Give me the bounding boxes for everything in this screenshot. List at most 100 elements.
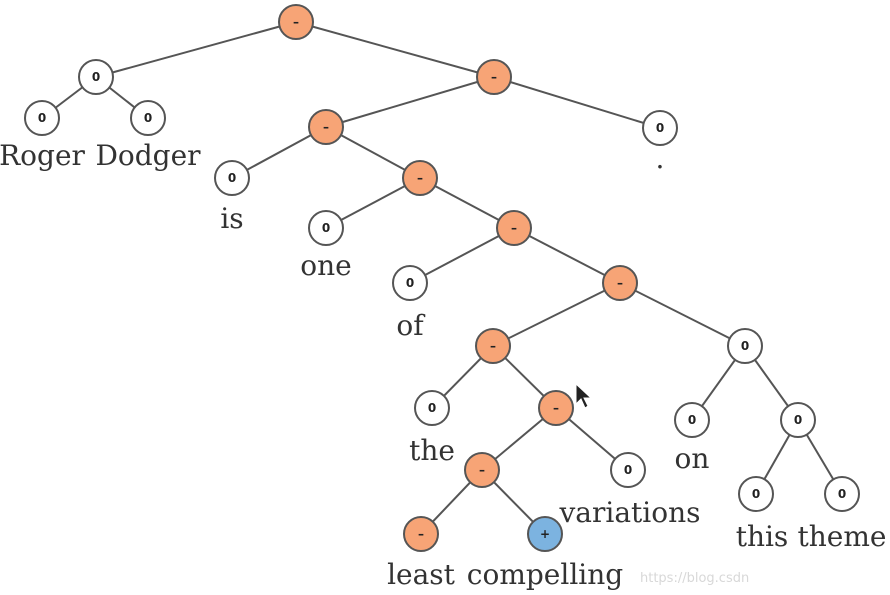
tree-node-positive: + [527,516,563,552]
tree-node-neutral: 0 [130,100,166,136]
node-sentiment-symbol: 0 [794,413,802,427]
tree-node-neutral: 0 [780,402,816,438]
node-circle [308,210,344,246]
leaf-word: Roger [0,139,86,172]
node-sentiment-symbol: 0 [322,221,330,235]
leaf-word: is [220,202,243,235]
leaf-words: Roger Dodger. is one of the variations least com… [0,139,886,591]
leaf-word: theme [798,520,887,553]
node-sentiment-symbol: 0 [752,487,760,501]
tree-node-neutral: 0 [674,402,710,438]
node-sentiment-symbol: 0 [144,111,152,125]
leaf-word: variations [558,496,700,529]
leaf-word: compelling [467,558,623,591]
node-sentiment-symbol: – [293,15,299,29]
node-circle [414,390,450,426]
node-sentiment-symbol: 0 [406,276,414,290]
tree-node-negative: – [464,452,500,488]
tree-node-negative: – [402,160,438,196]
leaf-word: this [736,520,789,553]
node-circle [130,100,166,136]
node-sentiment-symbol: 0 [38,111,46,125]
node-circle [464,452,500,488]
leaf-word: one [300,249,351,282]
tree-node-neutral: 0 [24,100,60,136]
node-sentiment-symbol: 0 [228,171,236,185]
node-circle [308,109,344,145]
node-circle [392,265,428,301]
node-circle [527,516,563,552]
mouse-cursor-icon [575,382,593,409]
node-sentiment-symbol: – [617,276,623,290]
node-circle [403,516,439,552]
node-sentiment-symbol: 0 [624,463,632,477]
watermark-text: https://blog.csdn [640,571,749,586]
tree-edge [295,21,495,78]
tree-nodes: – 0 – 0 0 – 0 0 – 0 – 0 – – 0 0 – – 0 – +0 0 0 0 [24,4,860,552]
tree-node-neutral: 0 [610,452,646,488]
node-circle [278,4,314,40]
tree-node-neutral: 0 [642,110,678,146]
node-sentiment-symbol: 0 [428,401,436,415]
node-sentiment-symbol: 0 [92,70,100,84]
leaf-word: least [387,558,456,591]
tree-edge [493,76,661,129]
tree-edge [619,282,746,347]
node-circle [24,100,60,136]
node-sentiment-symbol: – [417,171,423,185]
node-sentiment-symbol: – [418,527,424,541]
leaf-word: the [409,434,455,467]
tree-node-negative: – [476,59,512,95]
node-circle [727,328,763,364]
tree-node-neutral: 0 [824,476,860,512]
node-circle [610,452,646,488]
tree-edge [325,76,495,128]
tree-node-neutral: 0 [308,210,344,246]
tree-node-neutral: 0 [392,265,428,301]
node-sentiment-symbol: 0 [656,121,664,135]
tree-node-neutral: 0 [738,476,774,512]
tree-node-negative: – [403,516,439,552]
node-circle [496,210,532,246]
tree-edge [513,227,621,284]
tree-node-neutral: 0 [727,328,763,364]
node-sentiment-symbol: – [490,339,496,353]
node-sentiment-symbol: + [540,527,550,541]
tree-node-negative: – [278,4,314,40]
tree-node-negative: – [538,390,574,426]
node-sentiment-symbol: – [553,401,559,415]
node-circle [402,160,438,196]
node-sentiment-symbol: 0 [741,339,749,353]
tree-node-negative: – [308,109,344,145]
tree-edge [492,282,621,347]
node-circle [476,59,512,95]
tree-edge [95,21,297,78]
node-circle [642,110,678,146]
tree-node-neutral: 0 [78,59,114,95]
tree-node-negative: – [496,210,532,246]
node-circle [674,402,710,438]
node-sentiment-symbol: 0 [688,413,696,427]
tree-node-neutral: 0 [414,390,450,426]
leaf-word: Dodger [95,139,201,172]
node-circle [780,402,816,438]
node-sentiment-symbol: – [479,463,485,477]
node-sentiment-symbol: – [323,120,329,134]
node-circle [602,265,638,301]
node-sentiment-symbol: 0 [838,487,846,501]
node-circle [824,476,860,512]
node-circle [475,328,511,364]
node-circle [738,476,774,512]
leaf-word: . [656,142,665,175]
node-circle [538,390,574,426]
tree-node-negative: – [602,265,638,301]
node-sentiment-symbol: – [511,221,517,235]
node-sentiment-symbol: – [491,70,497,84]
tree-node-neutral: 0 [214,160,250,196]
leaf-word: of [396,309,426,342]
node-circle [214,160,250,196]
tree-node-negative: – [475,328,511,364]
tree-edge [409,227,515,284]
node-circle [78,59,114,95]
